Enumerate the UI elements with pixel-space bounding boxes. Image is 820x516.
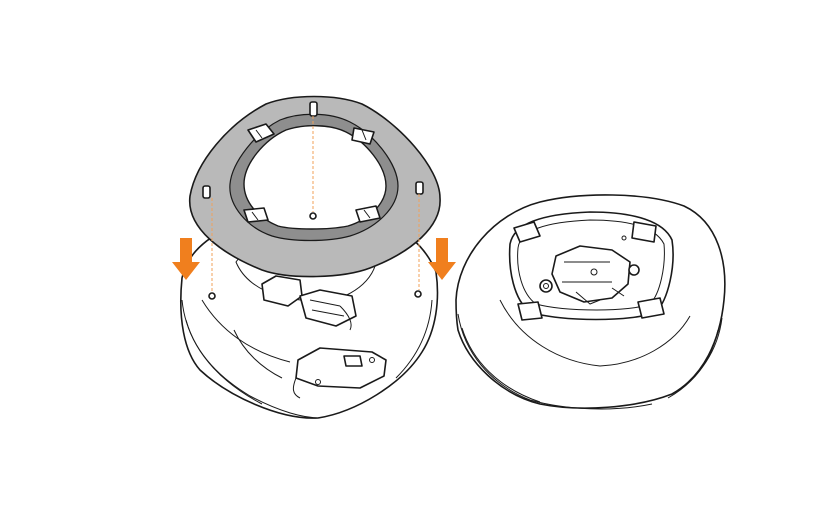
alignment-guide-lines	[211, 116, 420, 292]
down-arrow-icon	[428, 238, 456, 280]
mounting-ring	[189, 95, 441, 278]
assembled-access-point	[455, 194, 726, 410]
down-arrow-icon	[172, 238, 200, 280]
